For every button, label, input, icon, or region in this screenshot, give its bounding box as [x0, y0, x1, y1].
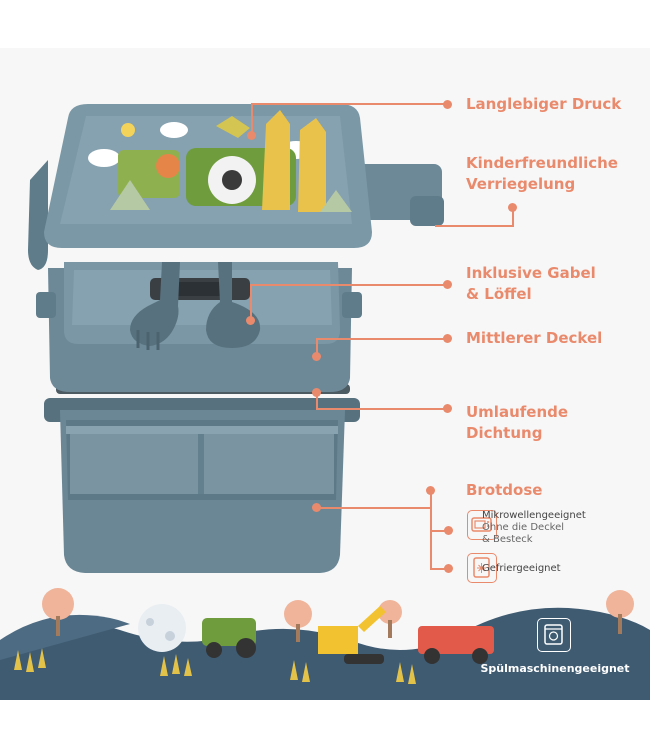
- callout-line-print-h: [251, 103, 448, 105]
- label-middle-lid: Mittlerer Deckel: [466, 329, 603, 347]
- middle-lid: [36, 262, 362, 392]
- label-lock-1: Kinderfreundliche: [466, 154, 618, 172]
- microwave-note-2: & Besteck: [482, 534, 533, 545]
- callout-line-cutlery-h: [250, 284, 447, 286]
- label-print: Langlebiger Druck: [466, 95, 622, 113]
- top-lid: [28, 104, 444, 270]
- callout-dot-cutlery-end: [443, 280, 452, 289]
- label-lunchbox: Brotdose: [466, 481, 543, 499]
- microwave-icon: [467, 510, 497, 540]
- callout-line-midlid: [316, 338, 318, 356]
- label-seal-2: Dichtung: [466, 424, 543, 442]
- label-cutlery-1: Inklusive Gabel: [466, 264, 596, 282]
- microwave-title: Mikrowellengeeignet: [482, 510, 586, 521]
- callout-line-lock: [512, 207, 514, 227]
- callout-dot-lock: [508, 203, 517, 212]
- freezer-label: Gefriergeeignet: [482, 563, 561, 574]
- label-cutlery-2: & Löffel: [466, 285, 532, 303]
- microwave-note-1: Ohne die Deckel: [482, 522, 565, 533]
- callout-line-midlid-h: [316, 338, 447, 340]
- label-seal-1: Umlaufende: [466, 403, 569, 421]
- freezer-icon: [467, 553, 497, 583]
- callout-dot-midlid: [312, 352, 321, 361]
- callout-line-lunchbox: [316, 507, 431, 509]
- callout-line-freezer: [430, 568, 450, 570]
- callout-line-seal-h: [316, 408, 447, 410]
- dishwasher-label: Spülmaschinengeeignet: [480, 662, 630, 675]
- landscape-band: [0, 588, 650, 700]
- callout-dot-seal: [312, 388, 321, 397]
- callout-line-lock-h: [435, 225, 514, 227]
- callout-line-cutlery: [250, 284, 252, 320]
- callout-dot-print-end: [443, 100, 452, 109]
- callout-dot-freezer: [444, 564, 453, 573]
- callout-line-seal: [316, 392, 318, 410]
- label-lock-2: Verriegelung: [466, 175, 576, 193]
- callout-dot-cutlery: [246, 316, 255, 325]
- callout-line-microwave: [430, 530, 450, 532]
- callout-dot-microwave: [444, 526, 453, 535]
- dishwasher-icon: [537, 618, 571, 652]
- callout-dot-seal-end: [443, 404, 452, 413]
- callout-dot-midlid-end: [443, 334, 452, 343]
- callout-line-print: [251, 103, 253, 135]
- callout-dot-print: [247, 131, 256, 140]
- bottom-container: [44, 398, 360, 573]
- callout-dot-lunchbox: [312, 503, 321, 512]
